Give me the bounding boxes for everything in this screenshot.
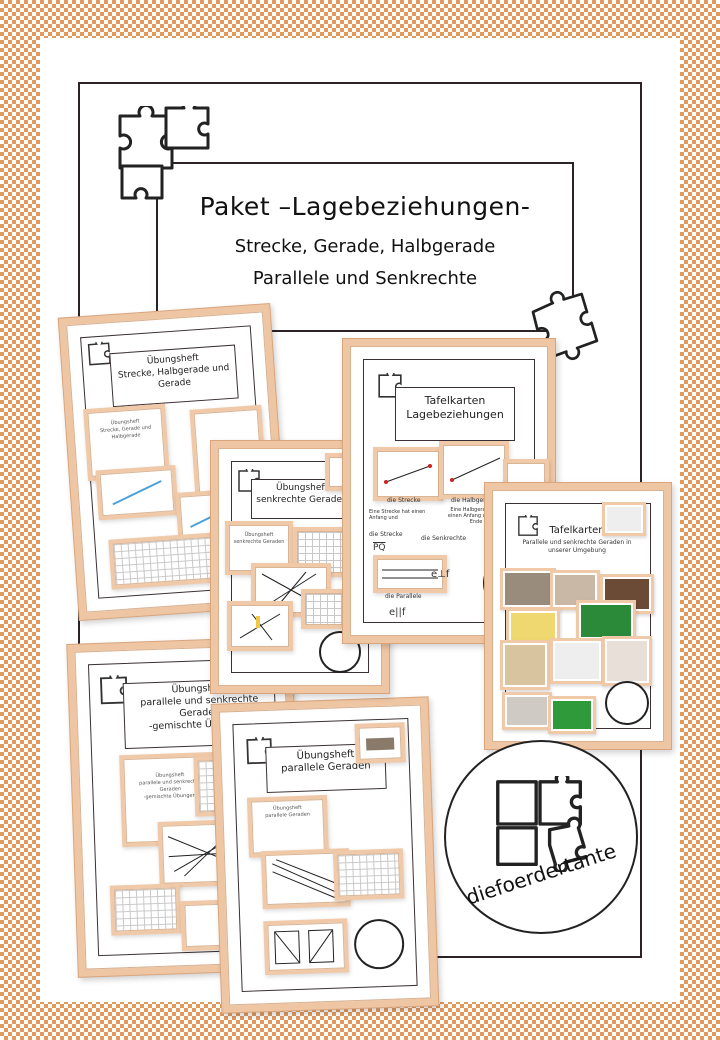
board-card xyxy=(377,559,443,589)
grid-thumb xyxy=(112,535,228,586)
board-symbol: e⊥f xyxy=(431,569,450,580)
board-label: Eine Strecke hat einen Anfang und xyxy=(369,509,426,521)
photo-thumb xyxy=(503,643,547,687)
cover-subtitle-1: Strecke, Gerade, Halbgerade xyxy=(234,236,496,257)
mini-cover: Übungsheft parallele Geraden xyxy=(251,799,325,854)
board-label: die Halbgerade xyxy=(451,497,497,504)
photo-thumb xyxy=(579,603,633,639)
card-title: Übungsheft Strecke, Halbgerade und Gerad… xyxy=(109,344,239,408)
photo-thumb xyxy=(505,695,549,727)
grid-thumb xyxy=(336,852,401,897)
worksheet-thumb xyxy=(267,922,345,972)
photo-thumb xyxy=(605,505,643,533)
puzzle-icon xyxy=(518,515,538,536)
title-box: Paket –Lagebeziehungen- Strecke, Gerade,… xyxy=(156,162,574,332)
puzzle-icon xyxy=(118,106,210,200)
board-symbol: PQ xyxy=(373,543,386,553)
board-card xyxy=(443,445,505,495)
grid-thumb xyxy=(305,593,357,625)
card-title: Tafelkarten xyxy=(549,525,605,536)
photo-thumb xyxy=(551,699,593,731)
board-label: die Parallele xyxy=(385,593,422,600)
mini-cover: Übungsheft senkrechte Geraden xyxy=(229,525,289,571)
photo-thumb xyxy=(553,641,601,681)
mini-seal xyxy=(605,681,649,725)
board-label: die Strecke xyxy=(387,497,421,504)
card-subtitle: Parallele und senkrechte Geraden in unse… xyxy=(522,539,632,554)
photo-thumb xyxy=(358,726,402,760)
photo-thumb xyxy=(605,639,649,683)
preview-card-umgebung: Tafelkarten Parallele und senkrechte Ger… xyxy=(492,490,664,742)
worksheet-thumb xyxy=(231,605,289,647)
card-title: Tafelkarten Lagebeziehungen xyxy=(395,387,515,441)
mini-cover: Übungsheft Strecke, Gerade und Halbgerad… xyxy=(87,407,166,477)
puzzle-piece-icon xyxy=(531,291,599,361)
brand-seal: diefoerdertante xyxy=(444,740,638,934)
grid-thumb xyxy=(113,887,178,932)
board-symbol: e||f xyxy=(389,607,406,618)
grid-thumb xyxy=(297,531,357,573)
photo-thumb xyxy=(503,571,553,607)
board-label: die Senkrechte xyxy=(421,535,467,542)
board-label: die Strecke xyxy=(369,531,403,538)
cover-subtitle-2: Parallele und Senkrechte xyxy=(252,268,478,289)
worksheet-thumb xyxy=(264,852,347,906)
worksheet-thumb xyxy=(99,469,175,517)
puzzle-icon xyxy=(496,776,588,872)
puzzle-icon xyxy=(87,341,111,366)
photo-thumb xyxy=(553,573,597,607)
board-label: Eine Halbgerade hat einen Anfang und kei… xyxy=(447,507,505,525)
photo-thumb xyxy=(509,611,557,645)
preview-card-parallele: Übungsheft parallele Geraden Übungsheft … xyxy=(218,704,432,1006)
mini-seal xyxy=(319,631,361,673)
cover-title: Paket –Lagebeziehungen- xyxy=(199,192,531,221)
board-card xyxy=(377,451,439,497)
